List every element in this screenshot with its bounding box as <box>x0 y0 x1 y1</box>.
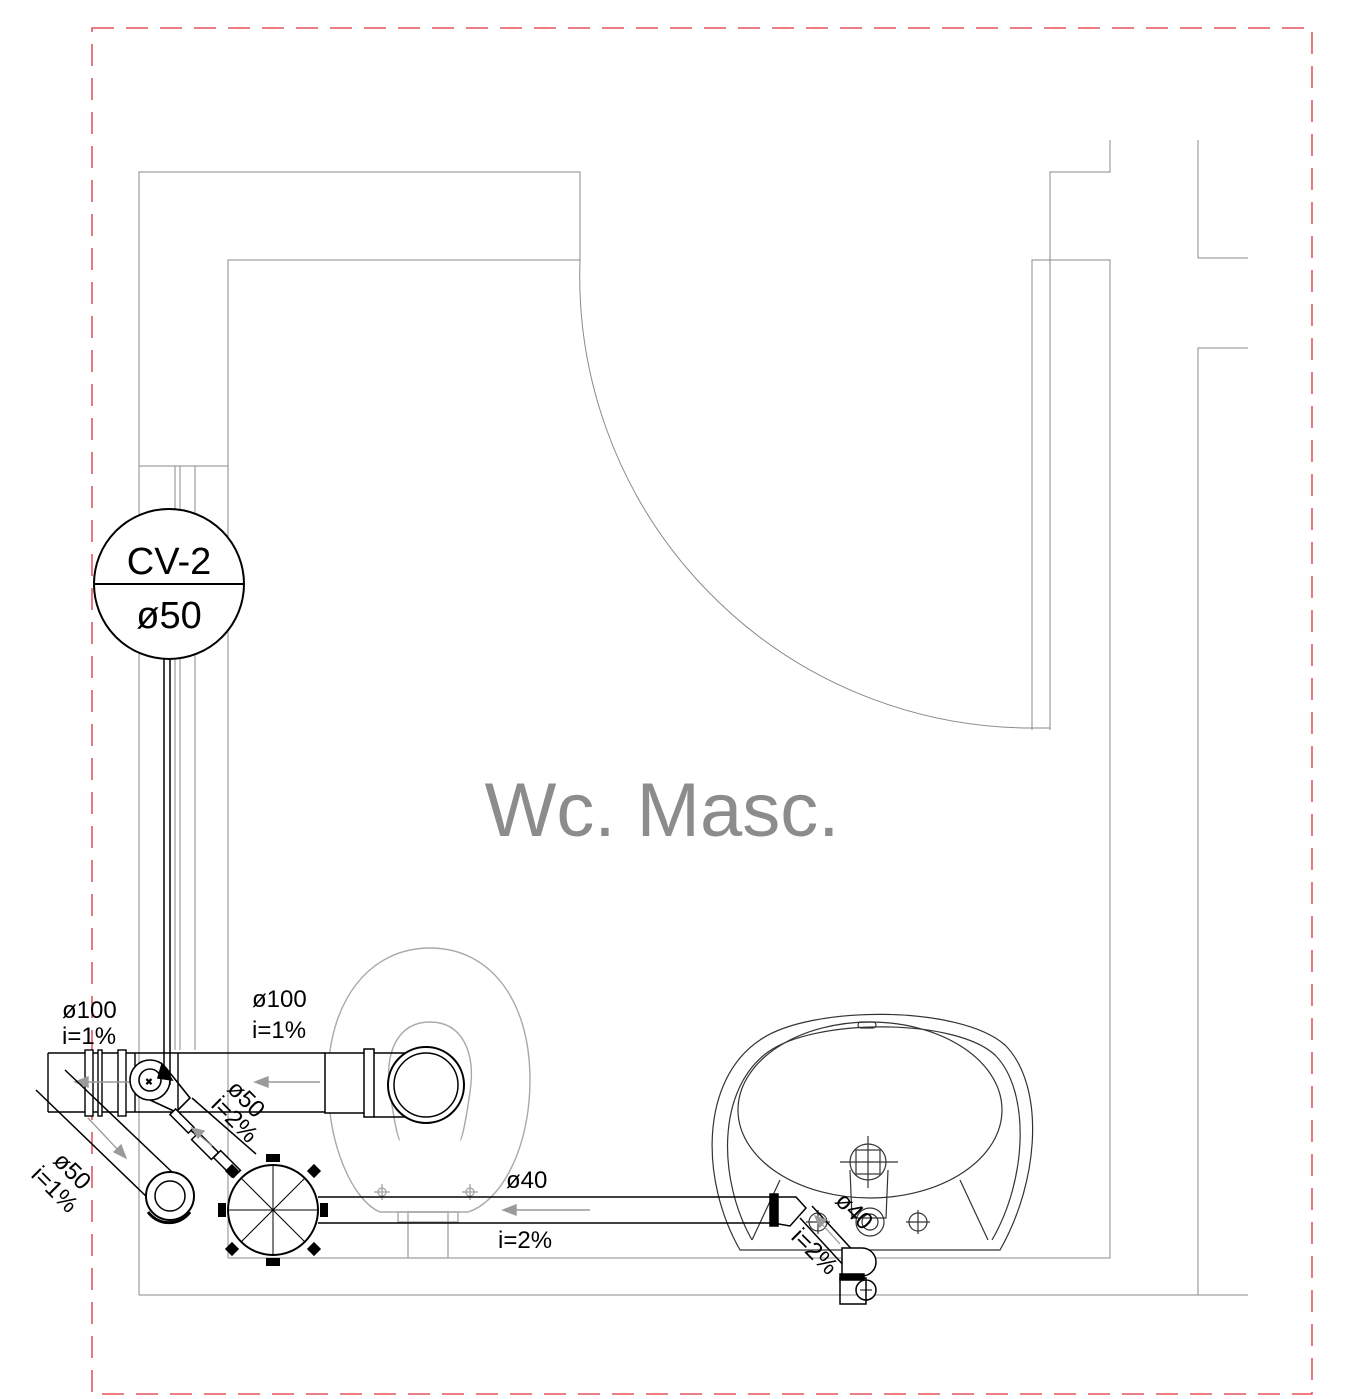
callout-diameter: ø50 <box>136 595 201 637</box>
toilet-connection <box>324 1046 465 1124</box>
room-label: Wc. Masc. <box>485 768 840 853</box>
sink-drop-slope-label: i=2% <box>786 1223 843 1280</box>
toilet <box>327 947 531 1259</box>
sink-drop-diameter-label: ø40 <box>830 1187 878 1235</box>
sink-line-40 <box>318 1193 808 1227</box>
sink-line-diameter-label: ø40 <box>506 1167 547 1194</box>
toilet-slope-label: i=1% <box>252 1017 306 1044</box>
diagonal-branch-50 <box>168 1097 257 1179</box>
left-main-slope-label: i=1% <box>62 1023 116 1050</box>
walls <box>138 140 1248 1296</box>
main-pipe-100 <box>47 1049 325 1117</box>
floor-drain <box>218 1154 328 1266</box>
svg-text:×: × <box>146 1077 152 1088</box>
stack-leader <box>163 659 171 1085</box>
toilet-diameter-label: ø100 <box>252 986 307 1013</box>
door-swing <box>579 259 1050 729</box>
lower-left-arrow <box>87 1117 128 1160</box>
callout-id: CV-2 <box>127 541 211 583</box>
sink-line-slope-label: i=2% <box>498 1227 552 1254</box>
stack-callout: CV-2 ø50 <box>93 508 245 660</box>
diagonal-branch-arrow <box>190 1126 213 1147</box>
sink-drop <box>799 1205 877 1305</box>
stack-elbow: × <box>129 1059 192 1113</box>
lower-left-branch <box>35 1069 195 1225</box>
washbasin <box>711 1013 1034 1251</box>
left-main-diameter-label: ø100 <box>62 997 117 1024</box>
drawing-boundary <box>91 27 1313 1395</box>
flow-arrows <box>73 1075 590 1217</box>
sink-drop-arrow <box>813 1214 841 1245</box>
